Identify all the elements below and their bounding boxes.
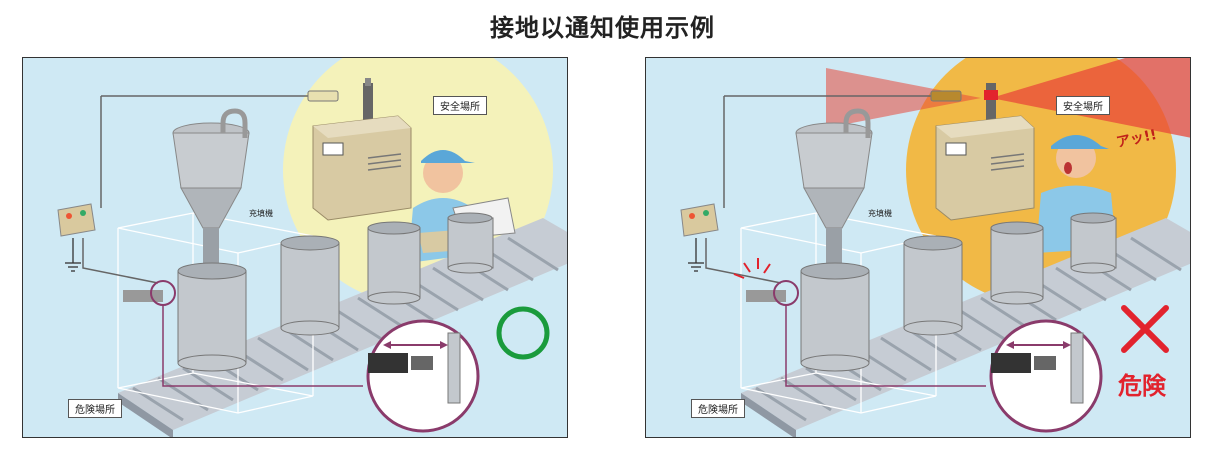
ng-cross-icon	[1121, 305, 1169, 353]
ok-circle-icon	[496, 306, 550, 360]
grounding-monitor-box	[680, 203, 719, 237]
filling-machine	[172, 108, 250, 273]
page-title: 接地以通知使用示例	[490, 14, 715, 42]
danger-area-label: 危険場所	[68, 399, 122, 418]
magnified-clamp-detail	[366, 319, 480, 433]
machine-label: 充填機	[249, 209, 273, 218]
safe-area-label: 安全場所	[433, 96, 487, 115]
alarm-state-illustration	[680, 58, 1190, 437]
spark-icon	[733, 258, 771, 279]
alarm-state-panel: 安全場所 充填機 危険場所 アッ!! 危険	[645, 57, 1191, 438]
danger-text: 危険	[1118, 372, 1166, 400]
danger-area-label: 危険場所	[691, 399, 745, 418]
safe-area-label: 安全場所	[1056, 96, 1110, 115]
machine-label: 充填機	[868, 209, 892, 218]
normal-state-illustration	[57, 58, 567, 437]
normal-state-panel: 安全場所 充填機 危険場所	[22, 57, 568, 438]
grounding-monitor-box	[57, 203, 96, 237]
drums	[177, 212, 494, 372]
